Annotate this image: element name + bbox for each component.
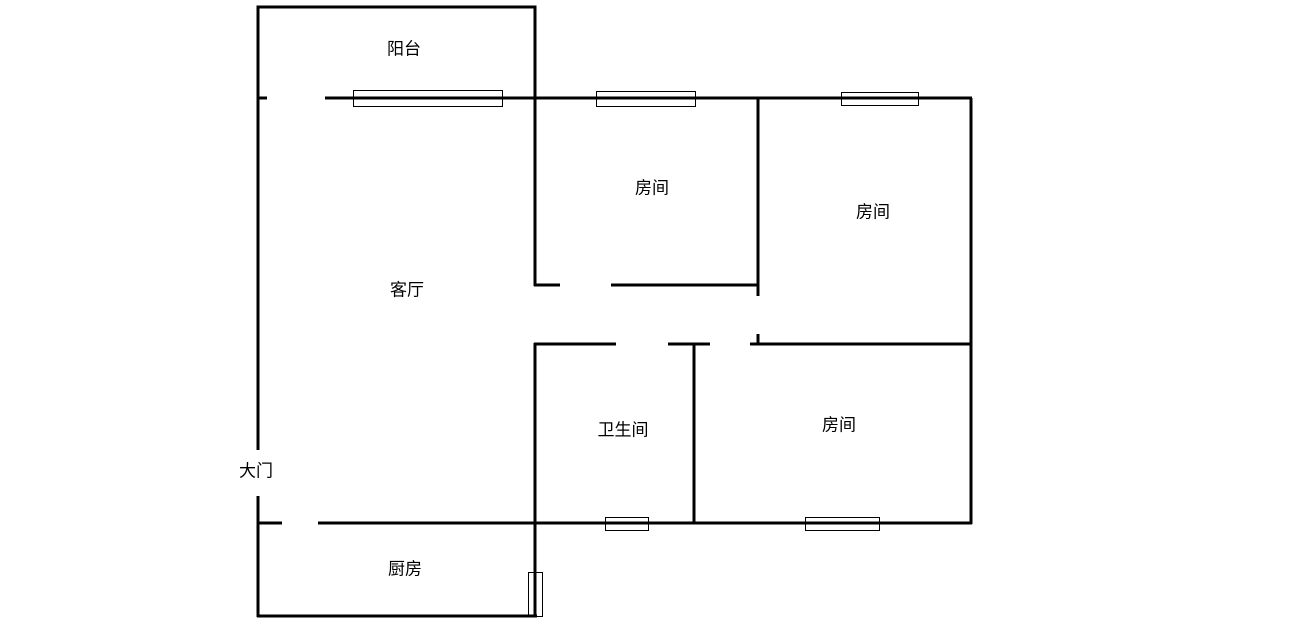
room-label-balcony: 阳台 xyxy=(387,39,421,60)
room-label-bedroom: 房间 xyxy=(856,202,890,223)
window xyxy=(841,92,919,106)
windows xyxy=(353,90,919,617)
room-label-bathroom: 卫生间 xyxy=(597,420,649,441)
window xyxy=(805,517,880,531)
window xyxy=(605,517,649,531)
room-label-bedroom: 房间 xyxy=(822,415,856,436)
window xyxy=(528,572,543,617)
balcony-wall xyxy=(256,5,537,98)
main-door-label: 大门 xyxy=(239,454,273,484)
room-label-living-room: 客厅 xyxy=(390,280,424,301)
window xyxy=(596,91,696,107)
window xyxy=(353,90,503,107)
room-label-bedroom: 房间 xyxy=(635,178,669,199)
room-label-kitchen: 厨房 xyxy=(388,559,422,580)
walls xyxy=(256,5,973,618)
